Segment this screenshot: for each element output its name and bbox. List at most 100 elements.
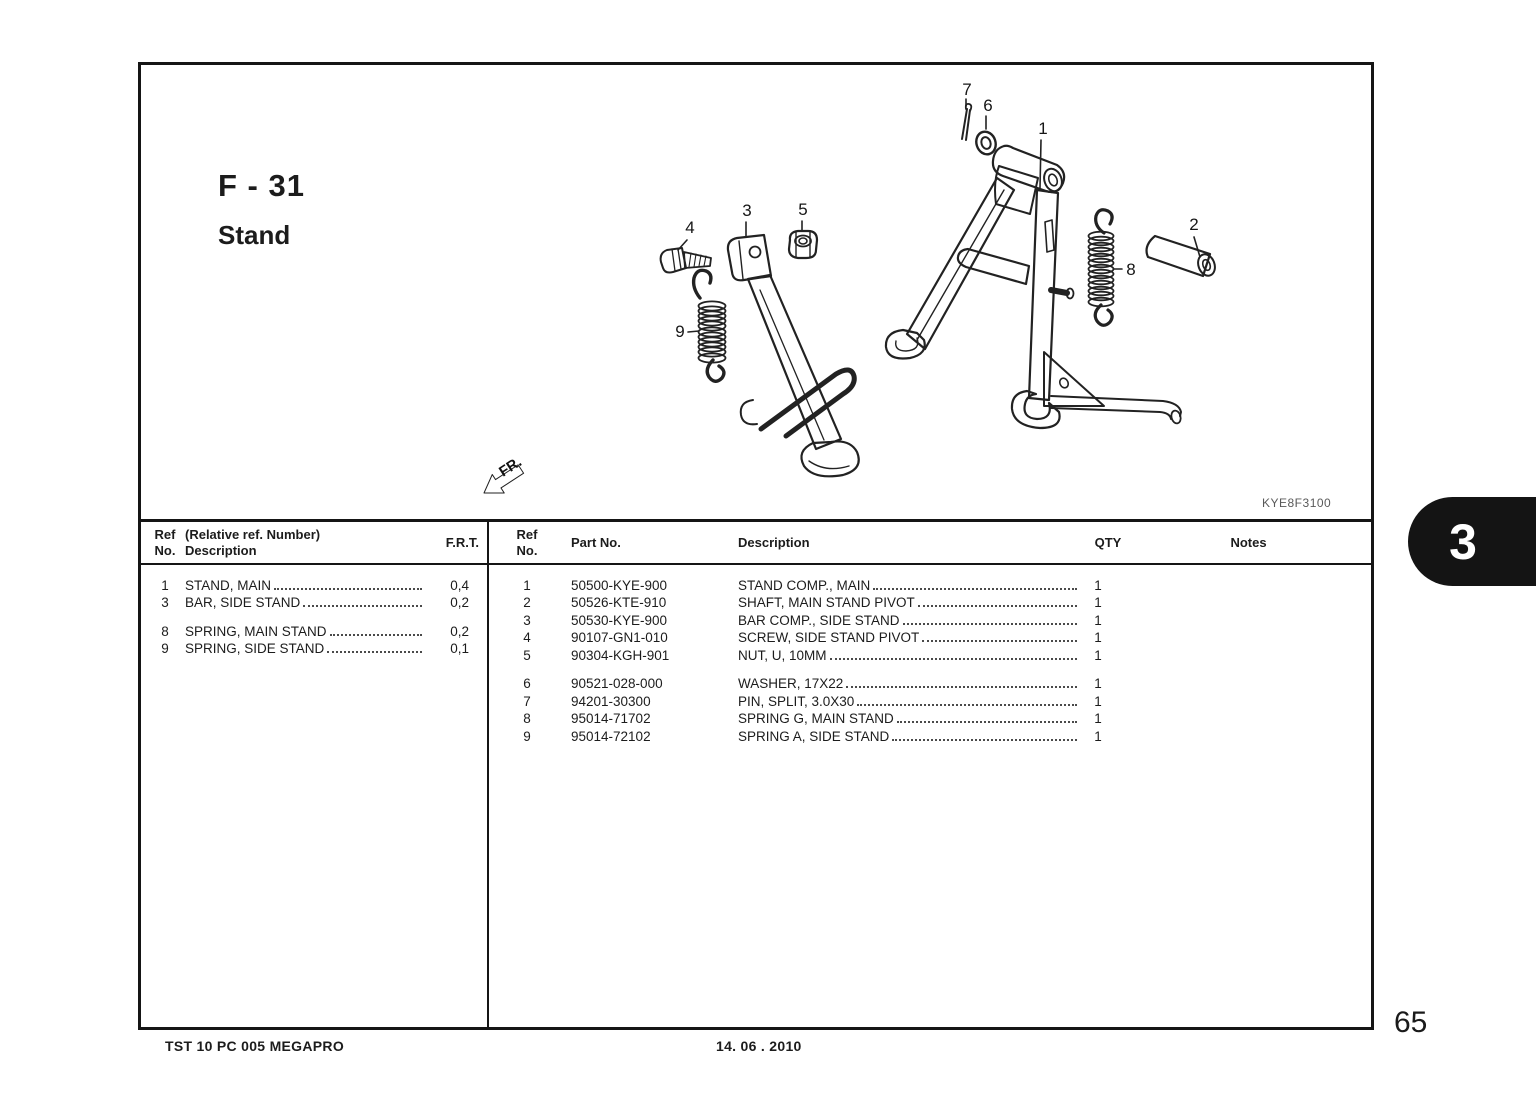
footer-document-code: TST 10 PC 005 MEGAPRO (165, 1038, 345, 1054)
section-tab: 3 (1408, 497, 1536, 586)
table-row: 8 SPRING, MAIN STAND 0,2 (141, 621, 487, 639)
callout-4: 4 (685, 218, 695, 237)
qty-cell: 1 (1094, 647, 1102, 663)
dotted-leader (873, 587, 1077, 590)
ref-cell: 1 (523, 577, 531, 593)
qty-cell: 1 (1094, 728, 1102, 744)
ref-cell: 5 (523, 647, 531, 663)
table-row: 1 50500-KYE-900 STAND COMP., MAIN 1 (489, 575, 1371, 593)
table-row: 9 SPRING, SIDE STAND 0,1 (141, 639, 487, 656)
part-no-cell: 50500-KYE-900 (571, 577, 668, 593)
table-row: 5 90304-KGH-901 NUT, U, 10MM 1 (489, 645, 1371, 663)
qty-cell: 1 (1094, 630, 1102, 645)
dotted-leader (922, 640, 1077, 642)
footer-date: 14. 06 . 2010 (716, 1038, 802, 1054)
part-no-cell: 50530-KYE-900 (571, 612, 668, 628)
part-no-cell: 94201-30300 (571, 693, 651, 709)
callout-9: 9 (675, 322, 685, 341)
qty-cell: 1 (1094, 595, 1102, 610)
qty-cell: 1 (1094, 711, 1102, 726)
frt-cell: 0,2 (450, 623, 469, 639)
table-row: 1 STAND, MAIN 0,4 (141, 575, 487, 593)
ref-cell: 8 (523, 711, 531, 726)
figure-code: F - 31 (218, 168, 305, 203)
dotted-leader (917, 605, 1077, 607)
callout-7: 7 (962, 80, 972, 99)
desc-cell: BAR COMP., SIDE STAND (738, 613, 1080, 628)
ref-no-header: Ref No. (154, 527, 176, 558)
desc-cell: SPRING A, SIDE STAND (738, 729, 1080, 744)
frt-header: F.R.T. (445, 535, 479, 550)
frt-cell: 0,2 (450, 595, 469, 610)
table-row: 3 50530-KYE-900 BAR COMP., SIDE STAND 1 (489, 610, 1371, 628)
frt-table-body: 1 STAND, MAIN 0,4 3 BAR, SIDE STAND 0,2 … (141, 565, 487, 657)
part-no-cell: 95014-72102 (571, 728, 651, 744)
desc-cell: SPRING, SIDE STAND (185, 641, 425, 656)
frt-cell: 0,4 (450, 577, 469, 593)
frt-table: Ref No. (Relative ref. Number) Descripti… (141, 522, 489, 1027)
callout-3: 3 (742, 201, 752, 220)
ref-cell: 8 (161, 623, 169, 639)
desc-cell: SPRING, MAIN STAND (185, 624, 425, 639)
part-no-cell: 90107-GN1-010 (571, 630, 668, 645)
ref-cell: 2 (523, 595, 531, 610)
dotted-leader (274, 587, 422, 590)
table-row: 3 BAR, SIDE STAND 0,2 (141, 593, 487, 610)
desc-cell: SPRING G, MAIN STAND (738, 711, 1080, 726)
dotted-leader (303, 605, 422, 607)
table-row: 7 94201-30300 PIN, SPLIT, 3.0X30 1 (489, 691, 1371, 709)
desc-cell: NUT, U, 10MM (738, 648, 1080, 663)
desc-cell: BAR, SIDE STAND (185, 595, 425, 610)
dotted-leader (846, 686, 1077, 688)
dotted-leader (896, 721, 1077, 723)
dotted-leader (892, 738, 1077, 741)
ref-cell: 9 (161, 641, 169, 656)
ref-cell: 6 (523, 676, 531, 691)
ref-cell: 4 (523, 630, 531, 645)
ref-cell: 3 (523, 612, 531, 628)
table-row: 4 90107-GN1-010 SCREW, SIDE STAND PIVOT … (489, 628, 1371, 645)
part-table-body: 1 50500-KYE-900 STAND COMP., MAIN 1 2 50… (489, 565, 1371, 744)
table-row: 2 50526-KTE-910 SHAFT, MAIN STAND PIVOT … (489, 593, 1371, 610)
desc-cell: PIN, SPLIT, 3.0X30 (738, 694, 1080, 709)
qty-cell: 1 (1094, 577, 1102, 593)
page-number: 65 (1394, 1006, 1428, 1039)
qty-header: QTY (1094, 535, 1122, 550)
callout-5: 5 (798, 200, 808, 219)
dotted-leader (829, 657, 1077, 660)
diagram-image-code: KYE8F3100 (1262, 496, 1332, 510)
desc-cell: STAND, MAIN (185, 578, 425, 593)
description-header: Description (738, 535, 810, 550)
qty-cell: 1 (1094, 693, 1102, 709)
part-no-cell: 50526-KTE-910 (571, 595, 667, 610)
ref-cell: 3 (161, 595, 169, 610)
page-frame (138, 62, 1374, 1030)
desc-cell: SCREW, SIDE STAND PIVOT (738, 630, 1080, 645)
dotted-leader (857, 703, 1077, 706)
dotted-leader (902, 622, 1077, 625)
callout-6: 6 (983, 96, 993, 115)
ref-no-header: Ref No. (516, 527, 538, 558)
ref-cell: 1 (161, 577, 169, 593)
part-no-cell: 90521-028-000 (571, 676, 663, 691)
qty-cell: 1 (1094, 676, 1102, 691)
table-row: 9 95014-72102 SPRING A, SIDE STAND 1 (489, 726, 1371, 744)
part-number-table: Ref No. Part No. Description QTY Notes 1… (489, 522, 1371, 1027)
part-no-cell: 95014-71702 (571, 711, 651, 726)
qty-cell: 1 (1094, 612, 1102, 628)
parts-tables: Ref No. (Relative ref. Number) Descripti… (141, 519, 1371, 1027)
dotted-leader (329, 633, 422, 636)
desc-cell: WASHER, 17X22 (738, 676, 1080, 691)
table-row: 6 90521-028-000 WASHER, 17X22 1 (489, 674, 1371, 691)
relative-ref-header: (Relative ref. Number) Description (185, 527, 321, 558)
callout-8: 8 (1126, 260, 1136, 279)
frt-table-header: Ref No. (Relative ref. Number) Descripti… (141, 522, 487, 565)
table-row: 8 95014-71702 SPRING G, MAIN STAND 1 (489, 709, 1371, 726)
dotted-leader (327, 651, 422, 653)
part-no-cell: 90304-KGH-901 (571, 647, 670, 663)
part-no-header: Part No. (571, 535, 621, 550)
notes-header: Notes (1230, 535, 1267, 550)
page-title: Stand (218, 220, 291, 250)
callout-1: 1 (1038, 119, 1048, 138)
ref-cell: 9 (523, 728, 531, 744)
